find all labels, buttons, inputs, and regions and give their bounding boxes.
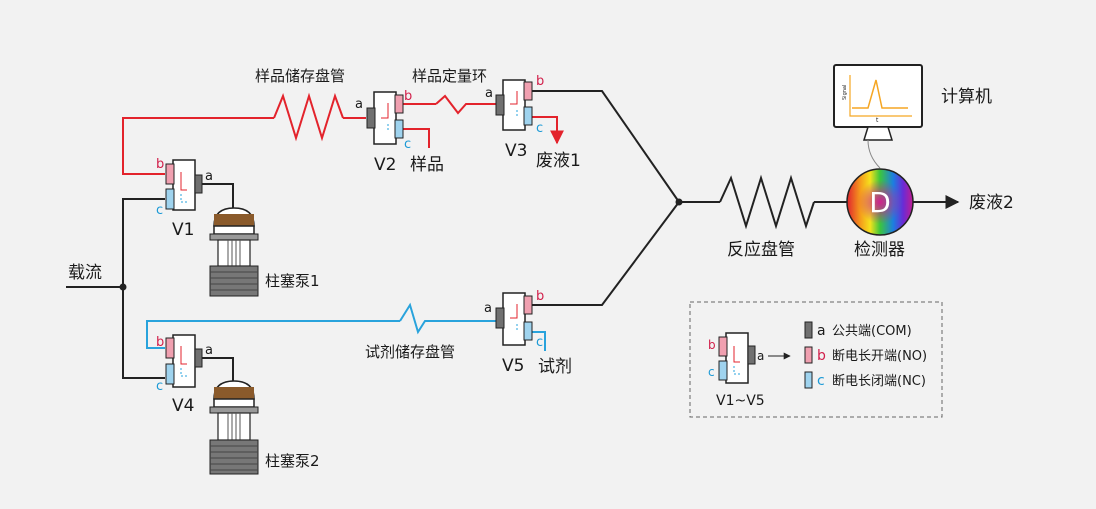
- v2-c-to-sample: [401, 128, 430, 148]
- waste2-label: 废液2: [969, 193, 1014, 213]
- sample-coil-label: 样品储存盘管: [255, 67, 345, 85]
- v5-port-a: a: [484, 301, 492, 316]
- legend-icon-port-c: c: [708, 365, 715, 379]
- v2-port-a: a: [355, 97, 363, 112]
- pump1-label: 柱塞泵1: [265, 272, 320, 290]
- v1-b-to-sample-coil: [122, 117, 274, 175]
- carrier-to-v1-c: [122, 198, 165, 287]
- reagent-label: 试剂: [538, 357, 572, 377]
- legend-letter-c: c: [817, 373, 825, 389]
- computer-label: 计算机: [941, 87, 992, 107]
- valve-v1-label: V1: [172, 220, 194, 240]
- valve-v1[interactable]: [165, 159, 203, 211]
- legend-letter-a: a: [817, 323, 826, 339]
- reagent-lines: [146, 302, 546, 351]
- v5-a-to-junction: [531, 201, 680, 306]
- v4-a-to-pump2: [201, 357, 234, 385]
- reagent-storage-coil: [399, 302, 496, 335]
- v4-port-c: c: [156, 379, 163, 394]
- sample-lines: [122, 92, 564, 175]
- valve-v3-label: V3: [505, 141, 527, 161]
- monitor-x-axis: t: [876, 117, 879, 124]
- valve-v2-label: V2: [374, 155, 396, 175]
- valve-v5-label: V5: [502, 356, 524, 376]
- v5-port-b: b: [536, 289, 544, 304]
- reaction-coil-label: 反应盘管: [727, 240, 795, 260]
- v3-a-to-junction: [531, 90, 680, 203]
- pump2-label: 柱塞泵2: [265, 452, 320, 470]
- v2-port-b: b: [404, 89, 412, 104]
- sample-label: 样品: [410, 155, 444, 175]
- legend: [689, 301, 943, 418]
- computer-monitor: Signal t: [833, 64, 923, 169]
- carrier-label: 载流: [68, 263, 102, 283]
- legend-text-c: 断电长闭端(NC): [832, 374, 926, 389]
- legend-icon-port-b: b: [708, 338, 716, 352]
- v3-port-c: c: [536, 121, 543, 136]
- v1-port-c: c: [156, 203, 163, 218]
- v5-port-c: c: [536, 335, 543, 350]
- quant-loop-label: 样品定量环: [412, 67, 487, 85]
- legend-icon-port-a: a: [757, 349, 764, 363]
- v3-c-to-waste1: [531, 116, 564, 145]
- monitor-y-axis: Signal: [842, 85, 848, 100]
- v4-b-to-reagent-coil: [146, 320, 400, 349]
- valve-v4-label: V4: [172, 396, 194, 416]
- v1-port-a: a: [205, 169, 213, 184]
- legend-text-a: 公共端(COM): [832, 324, 912, 339]
- v1-a-to-pump1: [201, 183, 234, 212]
- v3-port-a: a: [485, 86, 493, 101]
- reaction-coil: [719, 174, 815, 230]
- legend-valve-label: V1~V5: [716, 393, 765, 409]
- legend-text-b: 断电长开端(NO): [832, 349, 927, 364]
- detector: D: [846, 168, 914, 236]
- valve-v4[interactable]: [165, 334, 203, 388]
- v2-port-c: c: [404, 137, 411, 152]
- v4-port-a: a: [205, 343, 213, 358]
- carrier-to-v4-c: [122, 287, 165, 379]
- sample-storage-coil: [273, 92, 344, 142]
- valve-v2[interactable]: [366, 91, 404, 145]
- detector-label: 检测器: [854, 240, 905, 260]
- reagent-coil-label: 试剂储存盘管: [365, 343, 455, 361]
- syringe-pump-2[interactable]: [209, 380, 259, 475]
- junction-dot: [675, 198, 683, 206]
- detector-letter: D: [869, 186, 891, 219]
- text-labels: 载流 样品储存盘管 样品定量环 样品 废液1 废液2 计算机 反应盘管 检测器 …: [68, 67, 1014, 470]
- v1-port-b: b: [156, 157, 164, 172]
- syringe-pump-1[interactable]: [209, 207, 259, 297]
- waste1-label: 废液1: [536, 151, 581, 171]
- valve-v5[interactable]: [495, 292, 533, 346]
- v3-port-b: b: [536, 74, 544, 89]
- v5-c-to-reagent: [531, 331, 546, 351]
- carrier-lines: [66, 90, 960, 385]
- carrier-split-dot: [119, 283, 127, 291]
- legend-letter-b: b: [817, 348, 826, 364]
- valve-v3[interactable]: [495, 79, 533, 131]
- legend-valve-icon: [718, 332, 791, 384]
- quant-loop-coil: [435, 94, 496, 115]
- v4-port-b: b: [156, 335, 164, 350]
